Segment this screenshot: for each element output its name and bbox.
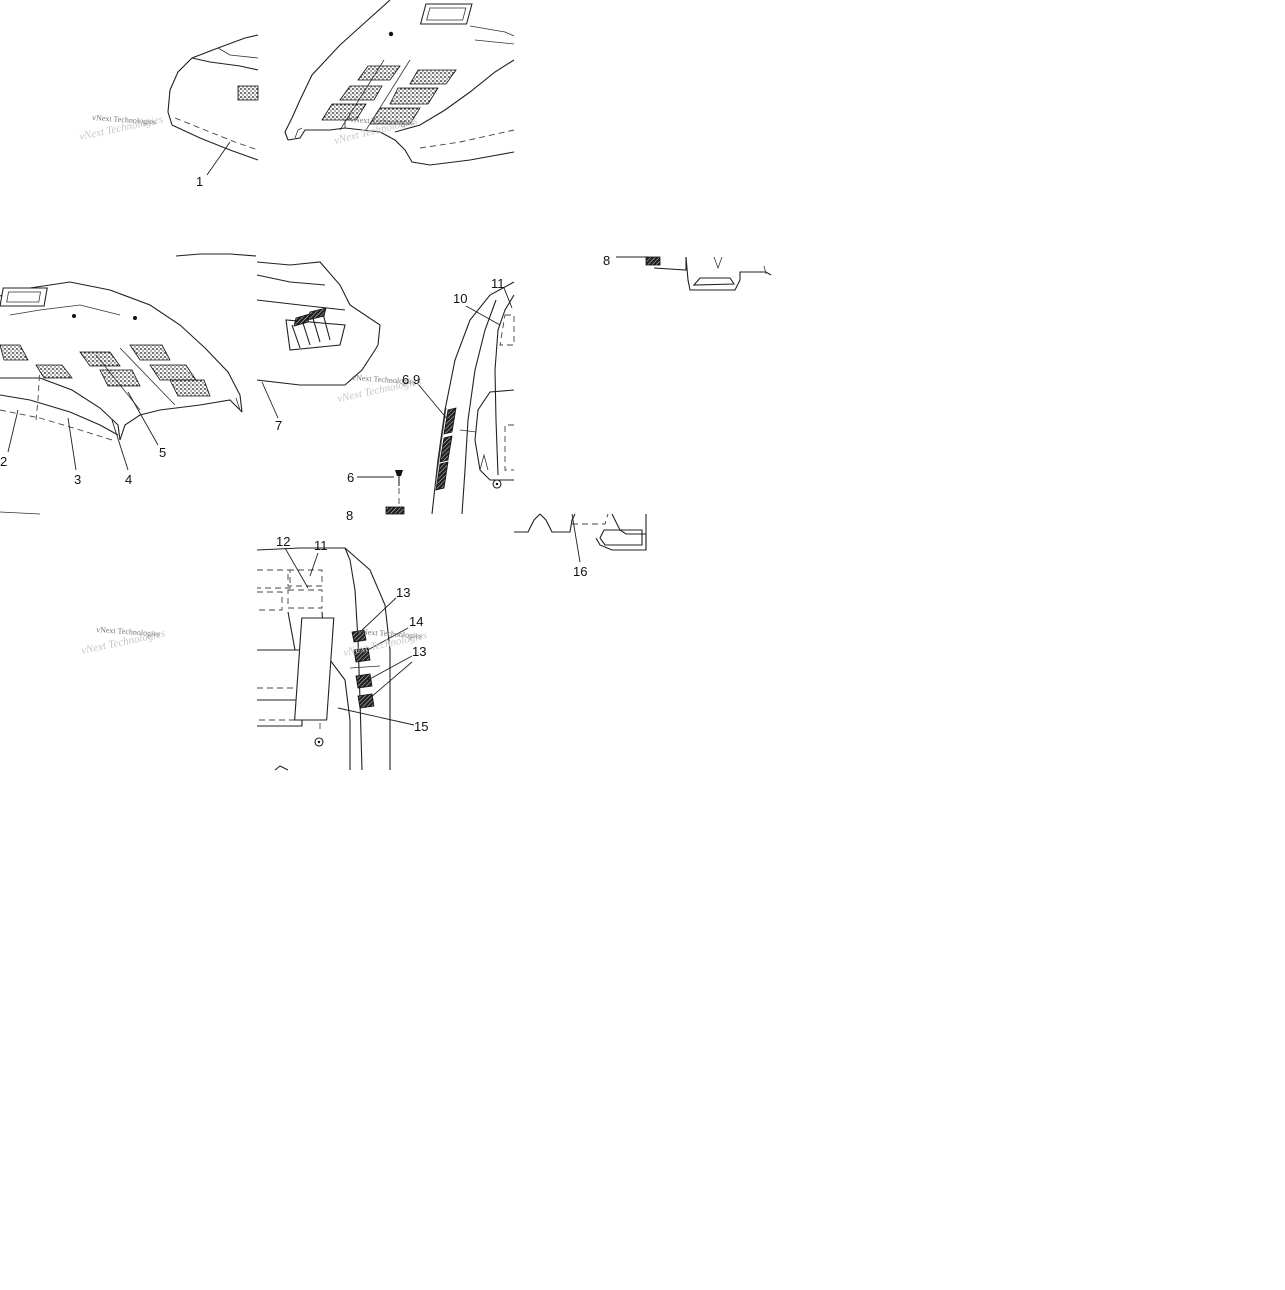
bolt-6-hardware bbox=[385, 470, 405, 515]
callout-13-upper: 13 bbox=[396, 585, 410, 600]
tile-hood-side-view bbox=[0, 253, 257, 515]
callout-6-bolt: 6 bbox=[347, 470, 354, 485]
callout-11-lower: 11 bbox=[314, 538, 328, 553]
callout-2: 2 bbox=[0, 454, 7, 469]
callout-7: 7 bbox=[275, 418, 282, 433]
tile-hood-front-left bbox=[167, 34, 259, 161]
leader-lines bbox=[7, 141, 581, 726]
callout-14: 14 bbox=[409, 614, 423, 629]
callout-9: 9 bbox=[413, 372, 420, 387]
watermark-text: vNext Technologies bbox=[352, 373, 416, 386]
callout-13-lower: 13 bbox=[412, 644, 426, 659]
watermark-text: vNext Technologies bbox=[358, 627, 422, 640]
tile-bottom-pan-detail-a bbox=[616, 256, 772, 291]
callout-16: 16 bbox=[573, 564, 587, 579]
callout-15: 15 bbox=[414, 719, 428, 734]
watermark-text: vNext Technologies bbox=[96, 625, 160, 638]
watermark-text: vNext Technologies bbox=[92, 113, 156, 126]
callout-labels: 1 2 3 4 5 6 6 7 8 8 9 10 11 11 12 13 13 … bbox=[0, 174, 610, 734]
callout-12: 12 bbox=[276, 534, 290, 549]
rear-vent-louvers bbox=[291, 307, 331, 349]
tile-hood-front-top bbox=[284, 0, 515, 166]
callout-3: 3 bbox=[74, 472, 81, 487]
callout-6-decal: 6 bbox=[402, 372, 409, 387]
callout-8-pan: 8 bbox=[603, 253, 610, 268]
tile-bottom-pan-detail-b bbox=[514, 513, 647, 551]
tile-rear-hood-decals bbox=[256, 547, 391, 771]
callout-11-upper: 11 bbox=[491, 276, 505, 291]
callout-4: 4 bbox=[125, 472, 132, 487]
tile-hood-rear-and-side bbox=[256, 261, 515, 515]
callout-10: 10 bbox=[453, 291, 467, 306]
callout-1: 1 bbox=[196, 174, 203, 189]
watermark-text: vNext Technologies bbox=[350, 115, 414, 127]
callout-8-bolt: 8 bbox=[346, 508, 353, 523]
callout-5: 5 bbox=[159, 445, 166, 460]
